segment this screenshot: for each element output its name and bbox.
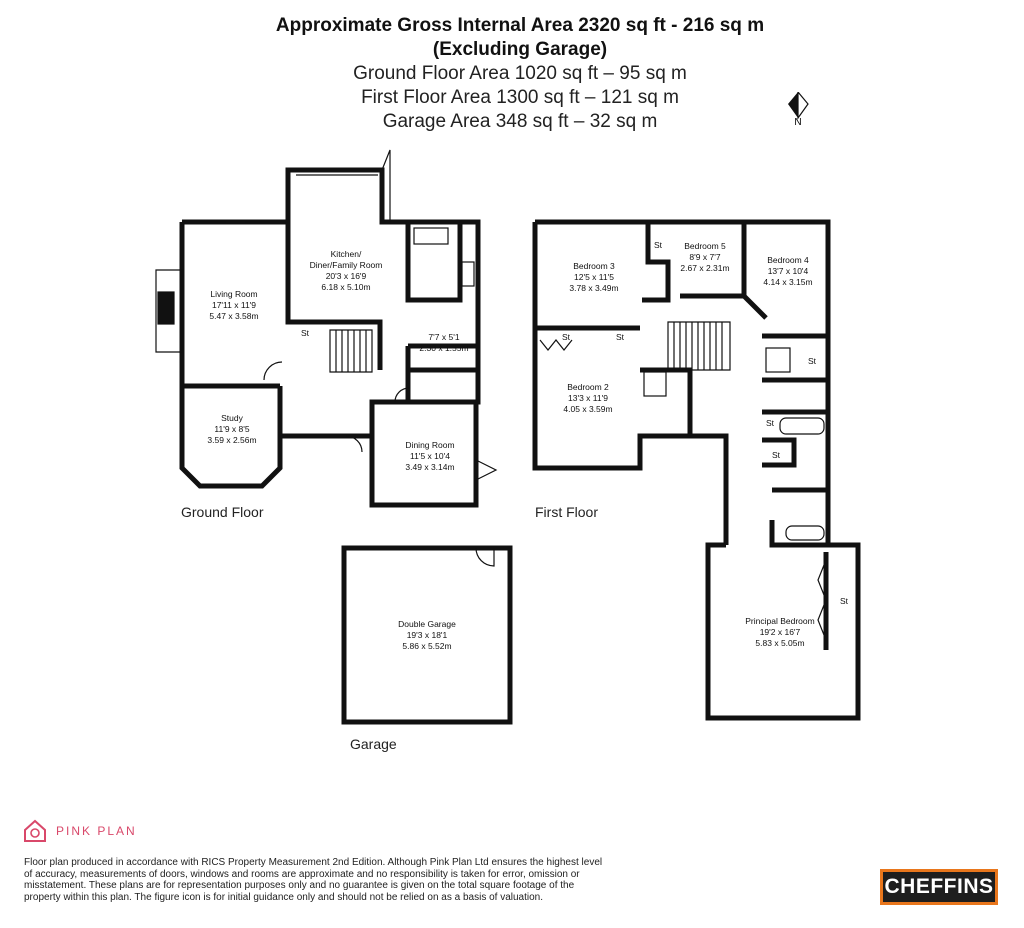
bedroom-2-metric: 4.05 x 3.59m: [563, 404, 612, 414]
principal-bedroom-imperial: 19'2 x 16'7: [760, 627, 801, 637]
garage-label: Double Garage: [398, 619, 456, 629]
bedroom-3-metric: 3.78 x 3.49m: [569, 283, 618, 293]
kitchen-metric: 6.18 x 5.10m: [321, 282, 370, 292]
ground-floor-area: Ground Floor Area 1020 sq ft – 95 sq m: [353, 63, 687, 84]
north-arrow-icon: N: [786, 90, 810, 131]
utility-metric: 2.30 x 1.55m: [419, 343, 468, 353]
bedroom-2-label: Bedroom 2: [567, 382, 609, 392]
first-floor-label: First Floor: [535, 504, 598, 520]
study-imperial: 11'9 x 8'5: [214, 424, 249, 434]
bedroom-4-label: Bedroom 4: [767, 255, 809, 265]
house-logo-icon: [24, 819, 46, 842]
gross-area-title: Approximate Gross Internal Area 2320 sq …: [275, 15, 765, 36]
store-label: St: [772, 450, 781, 460]
bedroom-5-imperial: 8'9 x 7'7: [689, 252, 720, 262]
kitchen-label-1: Kitchen/: [331, 249, 362, 259]
pink-plan-name: PINK PLAN: [56, 824, 137, 838]
dining-room-label: Dining Room: [405, 440, 454, 450]
principal-bedroom-metric: 5.83 x 5.05m: [755, 638, 804, 648]
compass-label: N: [794, 117, 801, 126]
bedroom-5-label: Bedroom 5: [684, 241, 726, 251]
store-label: St: [616, 332, 625, 342]
bedroom-3-label: Bedroom 3: [573, 261, 615, 271]
cheffins-logo: CHEFFINS: [880, 869, 998, 905]
first-floor-walls: [532, 219, 861, 721]
study-metric: 3.59 x 2.56m: [207, 435, 256, 445]
bedroom-5-metric: 2.67 x 2.31m: [680, 263, 729, 273]
garage-imperial: 19'3 x 18'1: [407, 630, 448, 640]
principal-bedroom-label: Principal Bedroom: [745, 616, 814, 626]
living-room-imperial: 17'11 x 11'9: [212, 300, 256, 310]
dining-room-imperial: 11'5 x 10'4: [410, 451, 450, 461]
dining-room-metric: 3.49 x 3.14m: [405, 462, 454, 472]
store-label: St: [766, 418, 775, 428]
bedroom-2-imperial: 13'3 x 11'9: [568, 393, 608, 403]
bedroom-4-imperial: 13'7 x 10'4: [768, 266, 809, 276]
first-floor-area: First Floor Area 1300 sq ft – 121 sq m: [361, 87, 679, 108]
excluding-garage-note: (Excluding Garage): [432, 39, 608, 60]
kitchen-label-2: Diner/Family Room: [310, 260, 383, 270]
ground-floor-label: Ground Floor: [181, 504, 264, 520]
pink-plan-logo: PINK PLAN: [22, 818, 137, 844]
garage-floor-label: Garage: [350, 736, 397, 752]
store-label: St: [840, 596, 849, 606]
store-label: St: [562, 332, 571, 342]
garage-metric: 5.86 x 5.52m: [402, 641, 451, 651]
bedroom-4-metric: 4.14 x 3.15m: [763, 277, 812, 287]
utility-imperial: 7'7 x 5'1: [428, 332, 459, 342]
disclaimer-text: Floor plan produced in accordance with R…: [24, 857, 603, 903]
store-label: St: [301, 328, 310, 338]
living-room-label: Living Room: [210, 289, 257, 299]
bedroom-3-imperial: 12'5 x 11'5: [574, 272, 614, 282]
study-label: Study: [221, 413, 243, 423]
kitchen-imperial: 20'3 x 16'9: [326, 271, 367, 281]
garage-area: Garage Area 348 sq ft – 32 sq m: [382, 111, 658, 132]
store-label: St: [654, 240, 663, 250]
store-label: St: [808, 356, 817, 366]
living-room-metric: 5.47 x 3.58m: [209, 311, 258, 321]
area-header: Approximate Gross Internal Area 2320 sq …: [0, 14, 1024, 134]
